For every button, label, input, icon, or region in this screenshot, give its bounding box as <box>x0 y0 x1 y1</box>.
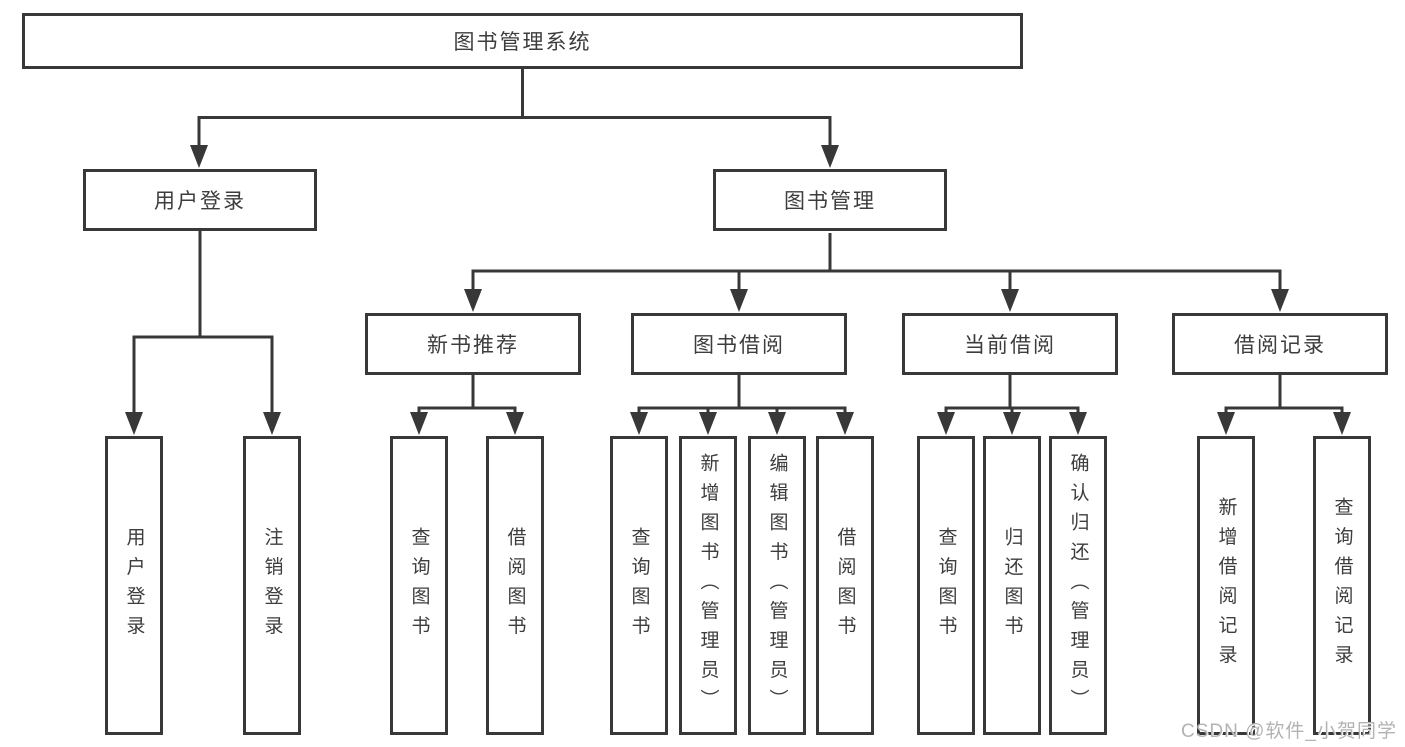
leaf-recommend-query-books-label: 查询图书 <box>408 526 430 645</box>
node-current-borrowing: 当前借阅 <box>902 313 1118 375</box>
leaf-borrowing-borrow-books-label: 借阅图书 <box>834 526 856 645</box>
leaf-recommend-borrow-books: 借阅图书 <box>486 436 544 735</box>
leaf-borrowing-query-books: 查询图书 <box>610 436 668 735</box>
node-user-login: 用户登录 <box>83 169 317 231</box>
leaf-records-query-record-label: 查询借阅记录 <box>1331 497 1353 674</box>
leaf-logout-label: 注销登录 <box>261 526 283 645</box>
leaf-current-query-books: 查询图书 <box>917 436 975 735</box>
node-borrowing-records: 借阅记录 <box>1172 313 1388 375</box>
node-new-book-recommend: 新书推荐 <box>365 313 581 375</box>
leaf-user-login-label: 用户登录 <box>123 526 145 645</box>
node-borrowing-records-label: 借阅记录 <box>1234 334 1326 357</box>
leaf-records-add-record: 新增借阅记录 <box>1197 436 1255 735</box>
node-root-system: 图书管理系统 <box>22 13 1023 69</box>
leaf-borrowing-edit-books-admin: 编辑图书（管理员） <box>748 436 806 735</box>
node-user-login-label: 用户登录 <box>154 190 246 213</box>
leaf-borrowing-borrow-books: 借阅图书 <box>816 436 874 735</box>
leaf-recommend-borrow-books-label: 借阅图书 <box>504 526 526 645</box>
leaf-borrowing-add-books-admin: 新增图书（管理员） <box>679 436 737 735</box>
leaf-borrowing-add-books-admin-label: 新增图书（管理员） <box>697 452 719 719</box>
leaf-current-query-books-label: 查询图书 <box>935 526 957 645</box>
node-book-management-label: 图书管理 <box>784 190 876 213</box>
node-root-label: 图书管理系统 <box>453 31 592 54</box>
node-current-borrowing-label: 当前借阅 <box>964 334 1056 357</box>
leaf-records-query-record: 查询借阅记录 <box>1313 436 1371 735</box>
leaf-recommend-query-books: 查询图书 <box>390 436 448 735</box>
leaf-logout: 注销登录 <box>243 436 301 735</box>
node-book-borrowing-label: 图书借阅 <box>693 334 785 357</box>
watermark: CSDN @软件_小贺同学 <box>1181 721 1397 742</box>
node-book-borrowing: 图书借阅 <box>631 313 847 375</box>
leaf-current-confirm-return-admin: 确认归还（管理员） <box>1049 436 1107 735</box>
node-new-book-recommend-label: 新书推荐 <box>427 334 519 357</box>
leaf-records-add-record-label: 新增借阅记录 <box>1215 497 1237 674</box>
leaf-current-return-books: 归还图书 <box>983 436 1041 735</box>
leaf-user-login: 用户登录 <box>105 436 163 735</box>
leaf-current-return-books-label: 归还图书 <box>1001 526 1023 645</box>
leaf-borrowing-edit-books-admin-label: 编辑图书（管理员） <box>766 452 788 719</box>
leaf-borrowing-query-books-label: 查询图书 <box>628 526 650 645</box>
node-book-management: 图书管理 <box>713 169 947 231</box>
leaf-current-confirm-return-admin-label: 确认归还（管理员） <box>1067 452 1089 719</box>
